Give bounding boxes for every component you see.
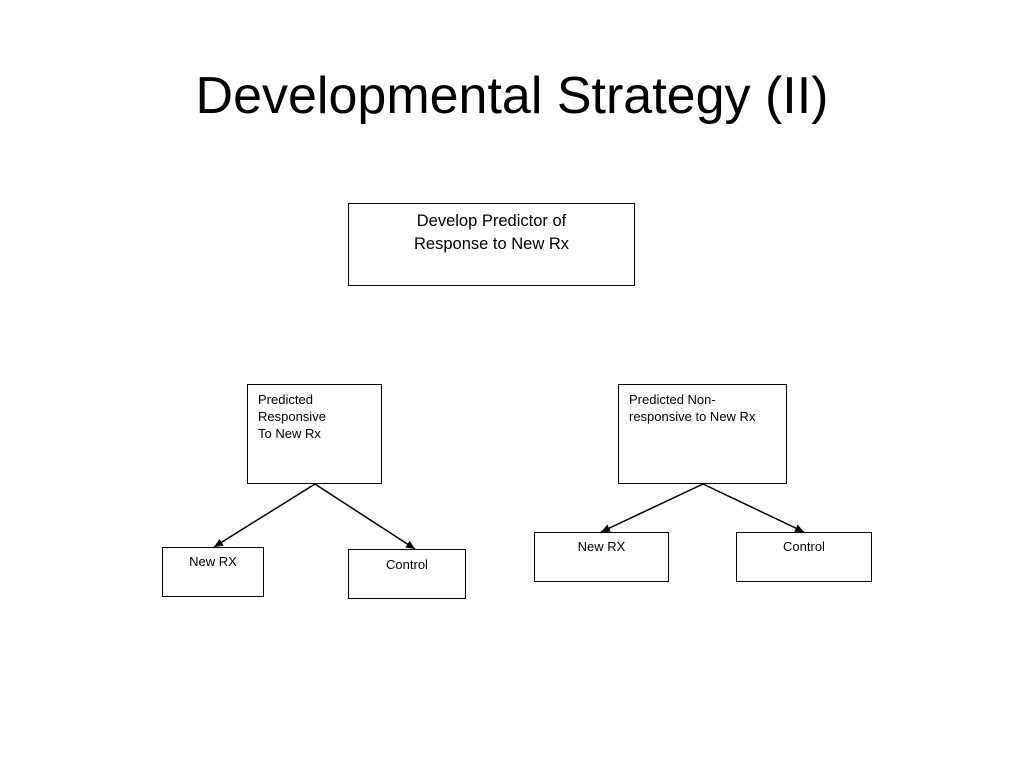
branch-box-responsive: Predicted Responsive To New Rx xyxy=(247,384,382,484)
leaf-label: New RX xyxy=(577,539,626,554)
branch-label-non-responsive: Predicted Non- responsive to New Rx xyxy=(629,392,756,424)
root-label: Develop Predictor of Response to New Rx xyxy=(414,212,569,253)
arrow-left-to-new-rx xyxy=(213,483,316,548)
leaf-box-non-responsive-new-rx: New RX xyxy=(534,532,669,582)
leaf-box-responsive-new-rx: New RX xyxy=(162,547,264,597)
leaf-label: New RX xyxy=(189,554,237,569)
leaf-box-responsive-control: Control xyxy=(348,549,466,599)
leaf-label: Control xyxy=(783,539,825,554)
branch-box-non-responsive: Predicted Non- responsive to New Rx xyxy=(618,384,787,484)
slide-title: Developmental Strategy (II) xyxy=(195,67,829,125)
arrow-right-to-new-rx xyxy=(600,483,704,533)
leaf-box-non-responsive-control: Control xyxy=(736,532,872,582)
arrow-left-to-control xyxy=(314,483,416,550)
branch-label-responsive: Predicted Responsive To New Rx xyxy=(258,392,326,441)
leaf-label: Control xyxy=(386,557,428,572)
root-box: Develop Predictor of Response to New Rx xyxy=(348,203,635,286)
arrow-right-to-control xyxy=(702,483,805,533)
